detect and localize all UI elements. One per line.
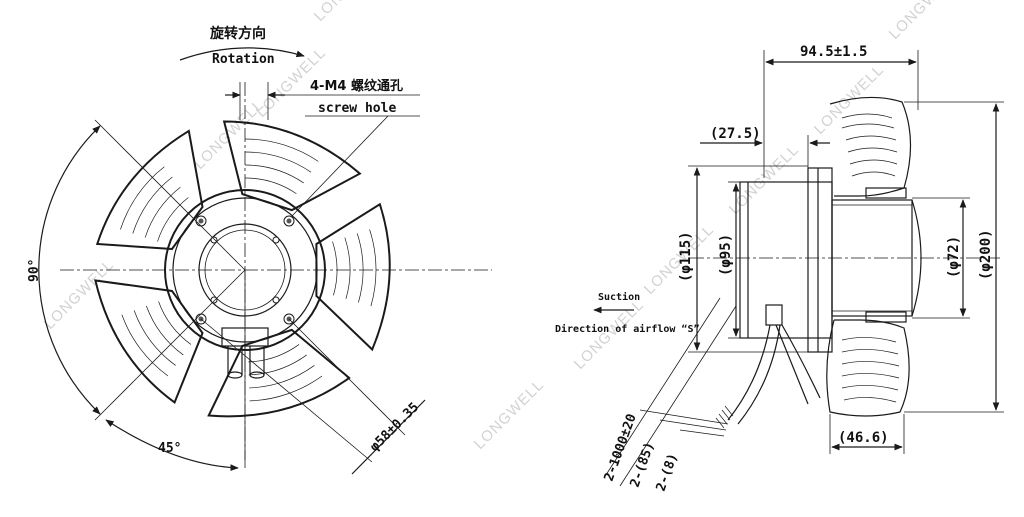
front-view: 旋转方向 Rotation 4-M4 螺纹通孔 screw hole 90° 4…: [27, 25, 492, 475]
diameter-72-label: (φ72): [946, 236, 962, 278]
blade-rib: [144, 186, 181, 238]
blade-rib: [244, 164, 304, 184]
blade-rib: [120, 166, 165, 230]
diameter-200-label: (φ200): [978, 229, 994, 280]
blade-rib: [332, 241, 338, 296]
suction-label: Suction: [598, 291, 640, 303]
blade-rib: [244, 138, 319, 162]
blade-rib: [158, 301, 192, 345]
angle-45-label: 45°: [158, 441, 181, 456]
side-view: 94.5±1.5 (27.5) (φ115) (φ95) (φ72) (φ200…: [555, 44, 1004, 493]
blade-rib: [248, 344, 300, 363]
rotation-label-en: Rotation: [212, 52, 275, 67]
blade-rib: [146, 305, 184, 356]
blade-rib: [132, 176, 173, 234]
blade-rib: [249, 365, 315, 389]
watermark-text: LONGWELL: [471, 376, 548, 453]
blade-rib: [356, 233, 364, 303]
angle-90-label: 90°: [27, 259, 42, 282]
watermark-text: LONGWELL: [311, 0, 388, 25]
blade-rib: [249, 375, 323, 402]
blade-rib: [248, 354, 307, 376]
blade-rib: [244, 151, 312, 173]
offset-dimension-label: (27.5): [710, 126, 761, 142]
hub-width-label: (46.6): [838, 430, 889, 446]
airflow-direction-label: Direction of airflow “S”: [555, 323, 700, 335]
blade-rib: [157, 197, 189, 242]
blade-rib: [121, 314, 169, 377]
fan-blade: [94, 279, 204, 405]
fan-blade: [207, 328, 351, 418]
diameter-115-label: (φ115): [678, 231, 694, 282]
fan-blade: [222, 120, 362, 212]
watermark-text: LONGWELL: [41, 256, 118, 333]
screw-hole-label-en: screw hole: [318, 101, 396, 116]
fan-blade: [95, 129, 204, 251]
cable-8-label: 2-(8): [654, 451, 681, 493]
cable-85-label: 2-(85): [628, 440, 658, 489]
length-dimension-label: 94.5±1.5: [800, 44, 867, 60]
blade-rib: [344, 237, 351, 300]
diameter-95-label: (φ95): [718, 234, 734, 276]
inner-bolts: [210, 236, 280, 304]
watermark-text: LONGWELL: [886, 0, 963, 43]
blade-rib: [369, 229, 377, 307]
screw-hole-label-cn: 4-M4 螺纹通孔: [310, 78, 403, 94]
rotation-label-cn: 旋转方向: [209, 25, 266, 42]
blade-rib: [244, 177, 297, 195]
blade-rib: [133, 310, 176, 366]
pcd-dimension-label: φ58±0.35: [367, 400, 422, 455]
fan-blade: [315, 202, 391, 352]
